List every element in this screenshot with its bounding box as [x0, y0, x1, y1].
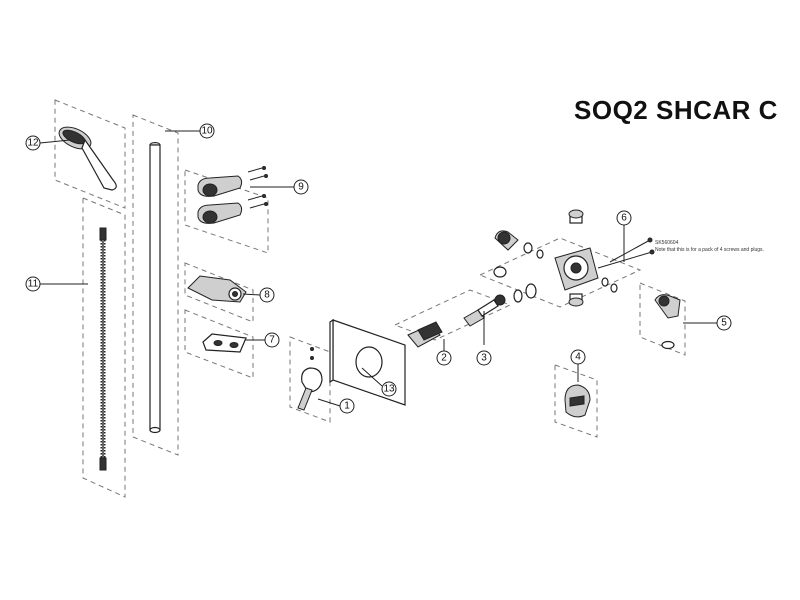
riser-rail [149, 142, 161, 434]
svg-text:2: 2 [441, 353, 447, 364]
callout-1: 1 [339, 398, 355, 414]
callout-10: 10 [199, 123, 215, 139]
svg-text:10: 10 [201, 126, 213, 137]
cartridge [407, 321, 443, 348]
callout-7: 7 [264, 332, 280, 348]
svg-text:9: 9 [298, 182, 304, 193]
pack-note: Note that this is for a pack of 4 screws… [655, 247, 764, 253]
box-elbow [639, 282, 686, 356]
svg-text:12: 12 [27, 138, 39, 149]
callout-8: 8 [259, 287, 275, 303]
clip-bracket [202, 333, 247, 353]
box-clip [184, 309, 254, 379]
svg-text:4: 4 [575, 352, 581, 363]
lever-handle [297, 347, 323, 411]
callout-3: 3 [476, 350, 492, 366]
svg-text:13: 13 [383, 384, 395, 395]
box-lever [289, 336, 331, 423]
slider-holder [187, 275, 247, 303]
callout-9: 9 [293, 179, 309, 195]
hand-shower-head [58, 126, 117, 191]
valve-body [493, 209, 618, 307]
box-brackets [184, 169, 269, 254]
flexible-hose [99, 227, 107, 471]
callout-6: 6 [616, 210, 632, 226]
svg-text:3: 3 [481, 353, 487, 364]
svg-text:5: 5 [721, 318, 727, 329]
flow-cartridge [463, 283, 537, 327]
svg-text:1: 1 [344, 401, 350, 412]
callout-2: 2 [436, 350, 452, 366]
svg-text:6: 6 [621, 213, 627, 224]
box-knob [554, 364, 598, 438]
box-cartridges [393, 289, 512, 341]
box-handset [54, 99, 126, 209]
svg-text:11: 11 [28, 279, 39, 290]
elbow-connector [654, 294, 681, 350]
callout-13: 13 [381, 381, 397, 397]
part-code-label: SK560604 [655, 240, 679, 246]
callout-11: 11 [25, 276, 41, 292]
box-riser-rail [132, 114, 179, 456]
leader-lines [39, 130, 717, 407]
svg-text:8: 8 [264, 290, 270, 301]
callout-4: 4 [570, 349, 586, 365]
wall-brackets [197, 166, 268, 224]
callout-12: 12 [25, 135, 41, 151]
box-hose [82, 197, 126, 498]
face-plate [329, 318, 406, 406]
screws-and-plugs [597, 237, 655, 269]
callout-5: 5 [716, 315, 732, 331]
control-knob [564, 384, 591, 418]
product-code-title: SOQ2 SHCAR C [574, 95, 778, 125]
svg-text:7: 7 [269, 335, 275, 346]
